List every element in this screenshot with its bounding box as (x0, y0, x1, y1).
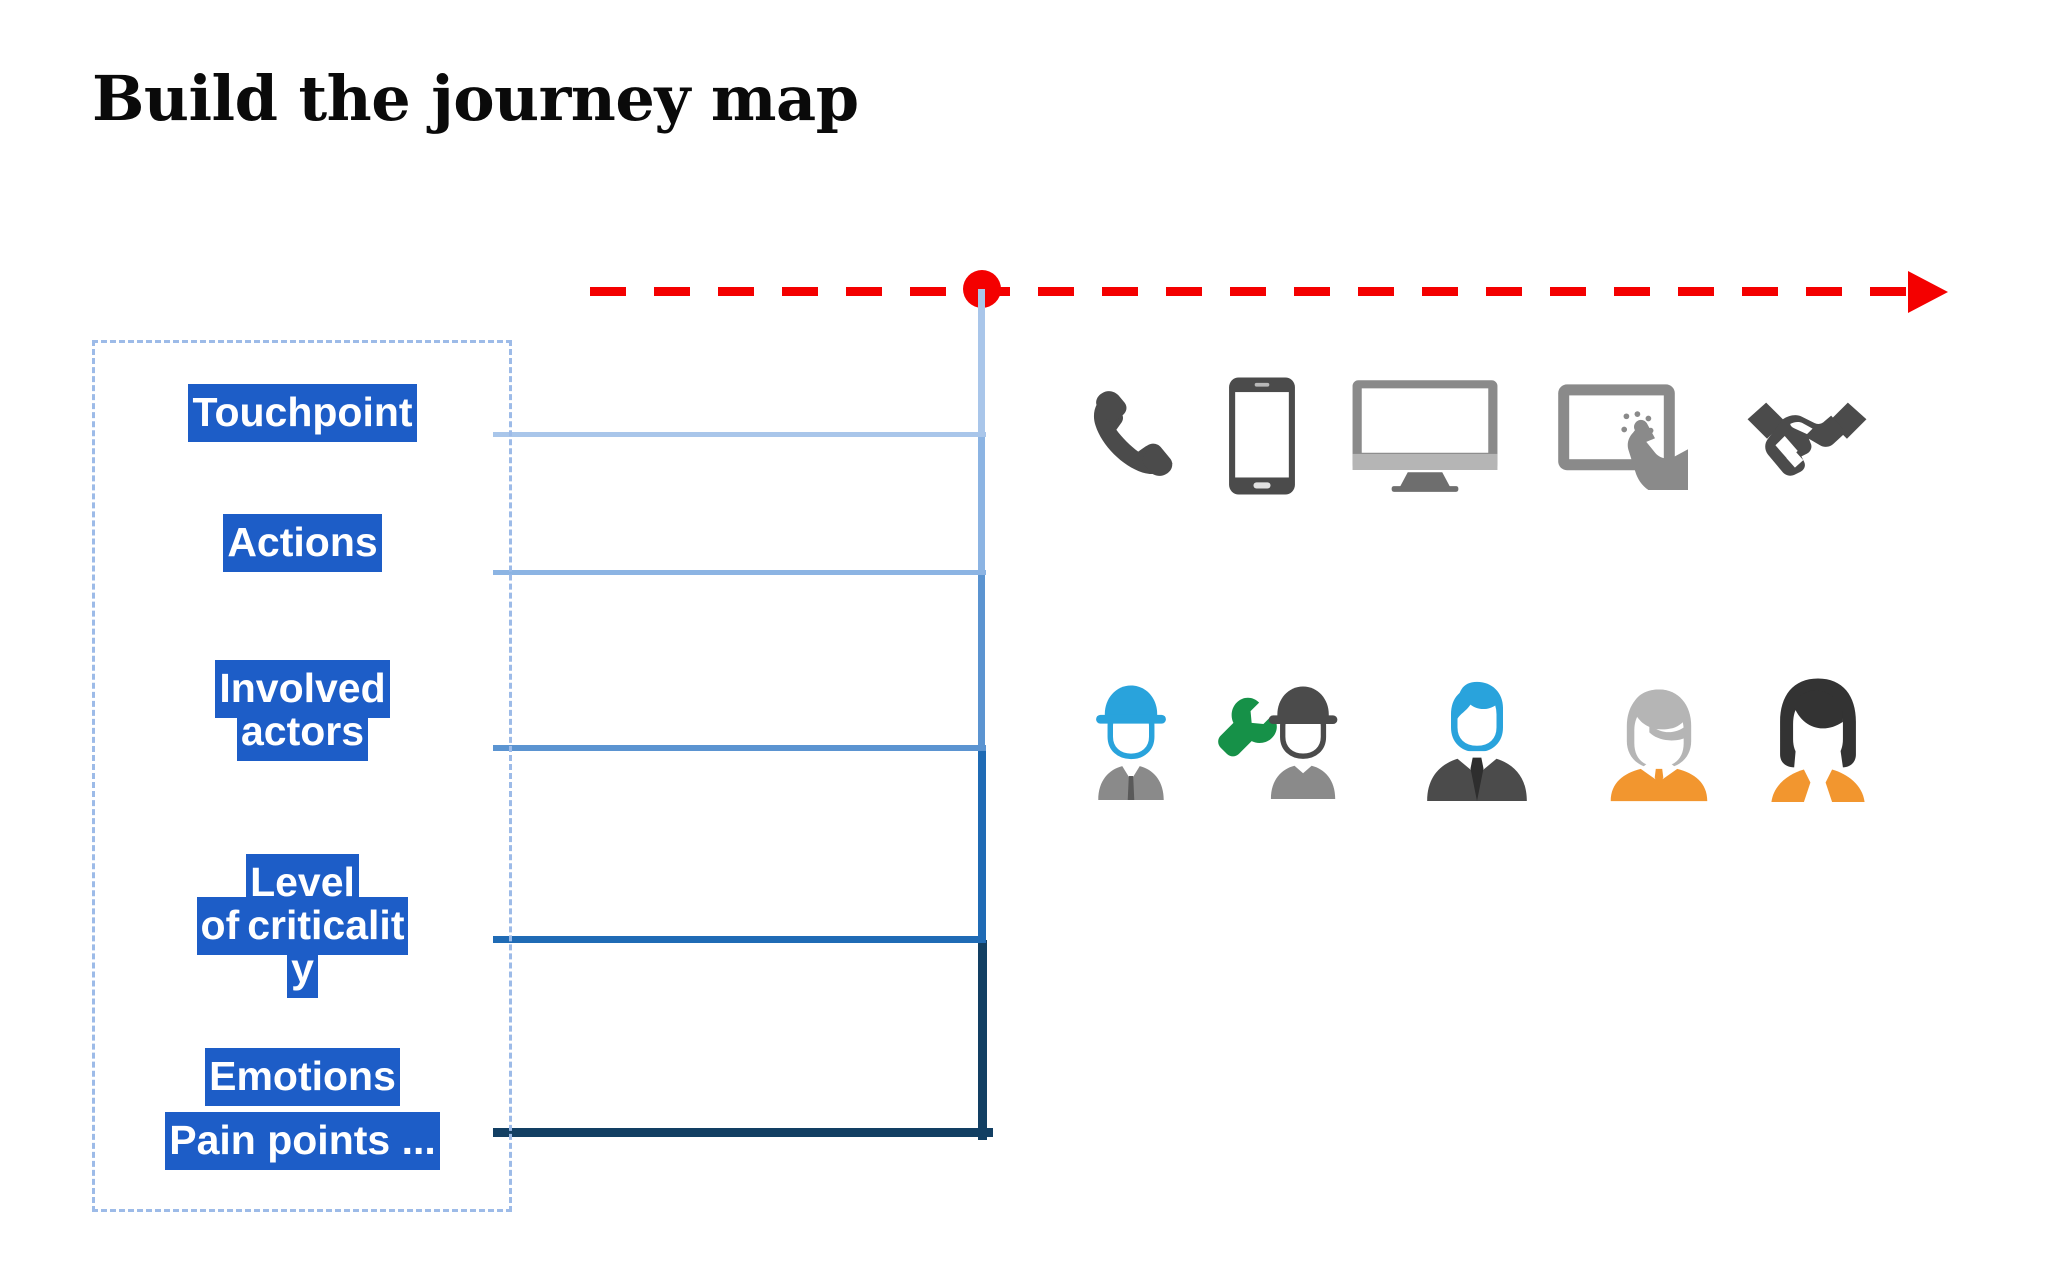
grid-vline-3 (978, 575, 985, 755)
label-actions-text: Actions (223, 514, 382, 572)
label-criticality-line2-word1: of (196, 897, 244, 955)
technician-wrench-icon[interactable] (1212, 678, 1362, 800)
grid-hline-actions (493, 570, 986, 575)
timeline-arrowhead-icon (1908, 271, 1948, 313)
label-involved-actors-line2: actors (130, 703, 475, 761)
label-criticality-line2-word2: criticalit (243, 897, 409, 955)
worker-blue-helmet-icon[interactable] (1076, 680, 1186, 800)
employee-orange-icon[interactable] (1600, 680, 1718, 802)
journey-timeline-dashed-line (590, 287, 1920, 296)
label-touchpoint[interactable]: Touchpoint (130, 384, 475, 442)
label-actions[interactable]: Actions (130, 514, 475, 572)
label-pain-points[interactable]: Pain points ... (130, 1112, 475, 1170)
grid-vline-1 (978, 289, 985, 439)
label-involved-actors[interactable]: Involved actors (130, 660, 475, 761)
label-involved-actors-line2-text: actors (236, 703, 369, 761)
label-criticality-line3-text: y (287, 940, 318, 998)
grid-hline-criticality (493, 936, 986, 943)
handshake-icon[interactable] (1742, 386, 1872, 486)
desktop-monitor-icon[interactable] (1350, 378, 1500, 493)
label-touchpoint-text: Touchpoint (188, 384, 417, 442)
customer-woman-icon[interactable] (1758, 672, 1878, 802)
grid-vline-5 (978, 940, 987, 1140)
dimensions-dashed-container (92, 340, 512, 1212)
phone-handset-icon[interactable] (1078, 380, 1188, 490)
grid-hline-touchpoint (493, 432, 986, 437)
page-title: Build the journey map (92, 62, 859, 135)
manager-suit-icon[interactable] (1412, 670, 1542, 802)
grid-hline-actors (493, 745, 986, 751)
label-criticality-line3: y (130, 940, 475, 998)
label-emotions-text: Emotions (205, 1048, 400, 1106)
grid-vline-4 (978, 750, 986, 945)
label-pain-points-text: Pain points ... (165, 1112, 440, 1170)
label-emotions[interactable]: Emotions (130, 1048, 475, 1106)
smartphone-icon[interactable] (1222, 372, 1302, 500)
grid-vline-2 (978, 435, 985, 580)
tablet-touch-icon[interactable] (1556, 380, 1688, 490)
grid-hline-emotions (493, 1128, 993, 1137)
